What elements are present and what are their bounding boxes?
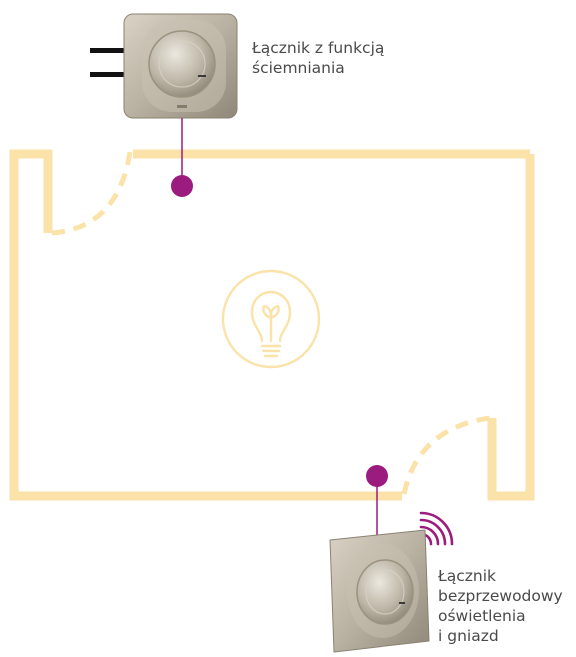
wireless-switch-label-line-1: Łącznik [438,567,496,585]
door-swing-top [51,151,133,236]
room-walls [9,149,535,501]
dimmer-switch-label: Łącznik z funkcją ściemniania [252,38,384,78]
wire-upper [90,48,132,53]
wireless-switch-label: Łącznik bezprzewodowy oświetlenia i gnia… [438,566,563,646]
dimmer-switch-label-line-2: ściemniania [252,59,345,77]
wireless-switch-label-line-4: i gniazd [438,627,499,645]
dimmer-switch-label-line-1: Łącznik z funkcją [252,39,385,57]
wireless-switch-icon [329,529,430,653]
connector-dot-top [171,175,193,197]
wall-right [487,154,535,501]
door-swing-bottom [401,415,491,495]
wire-lower [90,72,132,77]
wireless-signal-icon [419,511,454,546]
wireless-switch-label-line-3: oświetlenia [438,607,526,625]
lightbulb-icon [221,269,321,369]
wired-dimmer-switch-icon [90,13,238,119]
wall-left [9,149,402,501]
wireless-switch-label-line-2: bezprzewodowy [438,587,563,605]
